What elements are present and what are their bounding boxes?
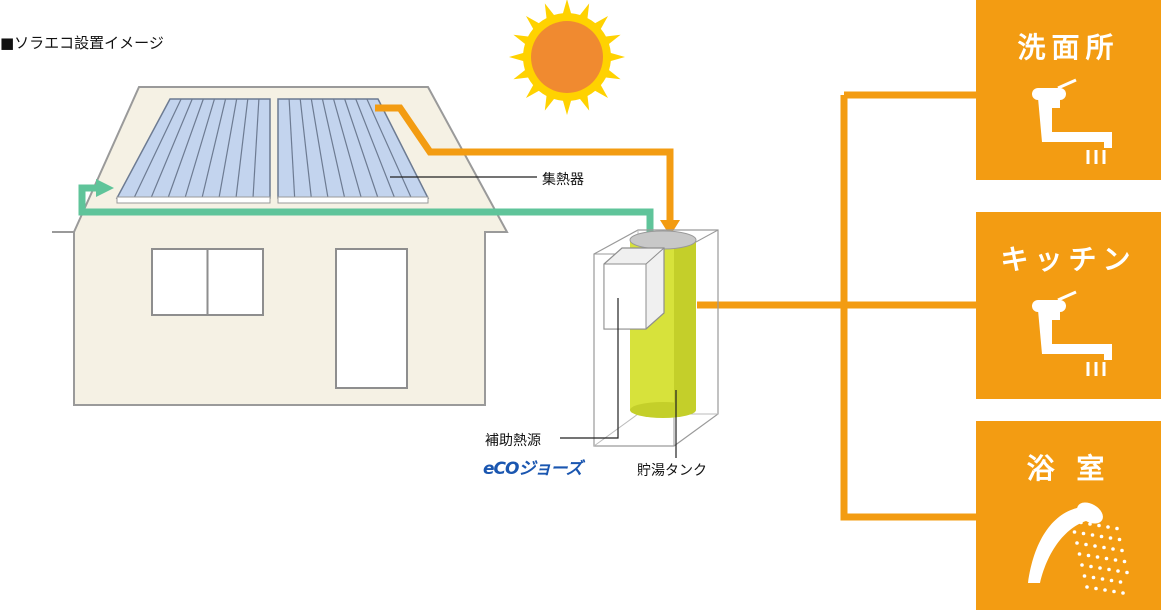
water-drop xyxy=(1080,563,1084,567)
panel-ridge xyxy=(321,98,346,199)
aux-heat-label: 補助熱源 xyxy=(485,433,541,449)
water-drop xyxy=(1070,519,1074,523)
panel-ridge xyxy=(133,98,182,199)
eco-jozu-logo: eCOジョーズ xyxy=(483,459,583,479)
panel-ridge xyxy=(344,98,379,199)
water-drop xyxy=(1106,525,1110,529)
water-drop xyxy=(1109,578,1114,583)
room-label: キッチン xyxy=(1000,243,1137,276)
water-drop xyxy=(1115,526,1119,531)
water-drop xyxy=(1090,533,1095,537)
water-drop xyxy=(1082,574,1087,578)
faucet-icon xyxy=(1032,78,1112,164)
water-drop xyxy=(1095,555,1100,559)
tank-label: 貯湯タンク xyxy=(637,463,707,479)
water-drop xyxy=(1094,586,1098,591)
sun-ray xyxy=(562,0,572,16)
water-drop xyxy=(1113,558,1118,562)
sun-ray xyxy=(562,98,572,115)
water-drop xyxy=(1093,544,1097,548)
water-drop xyxy=(1086,553,1091,558)
room-label: 浴 室 xyxy=(1026,452,1111,485)
water-drop xyxy=(1107,567,1111,572)
water-drop xyxy=(1118,580,1123,584)
water-drop xyxy=(1102,545,1106,550)
water-drop xyxy=(1122,559,1127,564)
water-drop xyxy=(1075,541,1079,545)
water-drop xyxy=(1103,588,1107,592)
water-drop xyxy=(1112,589,1116,594)
cold-flow-arrow xyxy=(96,179,114,197)
sun-ray xyxy=(509,52,526,62)
water-drop xyxy=(1088,522,1092,526)
water-drop xyxy=(1120,548,1124,553)
shower-icon xyxy=(1028,502,1129,595)
page-title: ■ソラエコ設置イメージ xyxy=(0,34,164,52)
water-drop xyxy=(1091,575,1096,580)
water-drop xyxy=(1116,569,1120,573)
panel-ridge xyxy=(366,98,412,199)
water-drop xyxy=(1117,537,1122,542)
water-drop xyxy=(1072,530,1077,534)
panel-ridge xyxy=(332,98,362,199)
leader-lines xyxy=(390,176,677,458)
solar-collector xyxy=(115,98,430,204)
water-drop xyxy=(1099,534,1104,539)
room-washroom: 洗面所 xyxy=(976,0,1161,180)
panel-ridge xyxy=(310,98,329,199)
room-kitchen: キッチン xyxy=(976,212,1161,399)
panel-ridge xyxy=(150,98,193,199)
water-drop xyxy=(1121,591,1125,595)
storage-tank-unit xyxy=(593,229,719,447)
water-drop xyxy=(1104,556,1109,561)
panel-ridge xyxy=(184,98,216,199)
room-bathroom: 浴 室 xyxy=(976,421,1161,610)
panel-ridge xyxy=(355,98,396,199)
water-drop xyxy=(1085,585,1089,589)
water-drop xyxy=(1089,564,1093,569)
collector-label: 集熱器 xyxy=(542,172,584,188)
water-drop xyxy=(1077,552,1082,556)
panel-ridge xyxy=(167,98,204,199)
water-drop xyxy=(1100,577,1105,581)
panel-ridge xyxy=(252,98,260,199)
sun-ray xyxy=(608,52,625,62)
water-drop xyxy=(1108,536,1113,540)
water-drop xyxy=(1098,566,1102,570)
water-drop xyxy=(1111,547,1115,551)
panel-ridge xyxy=(235,98,249,199)
faucet-icon xyxy=(1032,290,1112,376)
hot-flow-arrow xyxy=(660,220,680,236)
sun-icon xyxy=(509,0,625,115)
panel-ridge xyxy=(218,98,238,199)
panel-ridge xyxy=(201,98,227,199)
water-drop xyxy=(1079,520,1083,525)
water-drop xyxy=(1097,523,1101,528)
panel-ridge xyxy=(288,98,296,199)
water-drop xyxy=(1084,542,1088,547)
cold-water-pipe xyxy=(78,184,654,242)
house-door xyxy=(335,248,408,389)
panel-ridge xyxy=(299,98,312,199)
hot-water-pipe xyxy=(375,91,979,521)
water-drop xyxy=(1125,570,1129,575)
water-drop xyxy=(1081,531,1086,536)
room-label: 洗面所 xyxy=(1017,31,1120,64)
